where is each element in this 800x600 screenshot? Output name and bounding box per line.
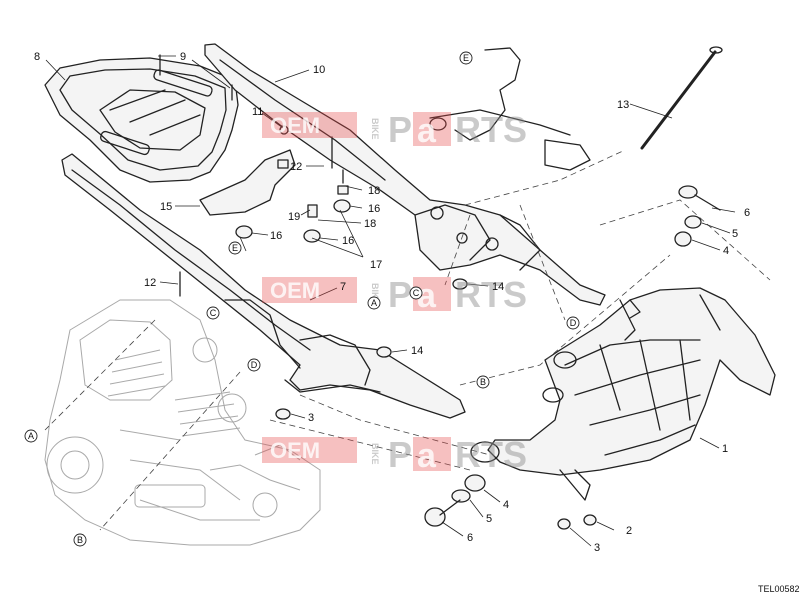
callout-3: 3 xyxy=(308,412,314,424)
svg-text:P: P xyxy=(388,109,412,150)
callout-18: 18 xyxy=(368,185,380,197)
upper-frame-rail xyxy=(204,43,606,306)
svg-text:OEM: OEM xyxy=(270,438,320,463)
rear-subframe xyxy=(61,153,466,419)
damper-set-upper xyxy=(674,185,721,247)
mounting-plate xyxy=(199,149,296,216)
ref-marker-b-right: B xyxy=(476,375,490,389)
callout-16: 16 xyxy=(368,203,380,215)
callout-13: 13 xyxy=(617,99,629,111)
ref-marker-a-right: A xyxy=(367,296,381,310)
callout-12: 12 xyxy=(290,161,302,173)
svg-text:BIKE: BIKE xyxy=(370,283,380,305)
ref-marker-c-lower: C xyxy=(409,286,423,300)
drawing-code: TEL00582 xyxy=(758,584,800,594)
svg-text:D: D xyxy=(251,360,258,370)
ref-marker-e-top: E xyxy=(459,51,473,65)
svg-text:D: D xyxy=(570,318,577,328)
callout-17: 17 xyxy=(370,259,382,271)
callout-18: 18 xyxy=(364,218,376,230)
callout-12: 12 xyxy=(144,277,156,289)
ref-marker-c-upper: C xyxy=(206,306,220,320)
svg-text:A: A xyxy=(28,431,34,441)
callout-14: 14 xyxy=(411,345,423,357)
main-frame xyxy=(470,287,776,501)
engine-illustration xyxy=(44,299,321,546)
callout-15: 15 xyxy=(160,201,172,213)
callout-8: 8 xyxy=(34,51,40,63)
callout-4: 4 xyxy=(503,499,509,511)
callout-16: 16 xyxy=(342,235,354,247)
callout-numbers: 8 9 10 11 12 18 16 19 18 16 16 15 17 12 … xyxy=(34,51,750,554)
callout-16: 16 xyxy=(270,230,282,242)
watermark-bottom: OEM BIKE P a RTS xyxy=(262,434,527,475)
svg-text:P: P xyxy=(388,434,412,475)
callout-2: 2 xyxy=(626,525,632,537)
svg-text:B: B xyxy=(480,377,486,387)
callout-10: 10 xyxy=(313,64,325,76)
svg-text:RTS: RTS xyxy=(455,274,527,315)
svg-text:OEM: OEM xyxy=(270,278,320,303)
callout-5: 5 xyxy=(486,513,492,525)
ref-marker-d-left: D xyxy=(247,358,261,372)
watermark-top: OEM BIKE P a RTS xyxy=(262,109,527,150)
steering-head xyxy=(429,47,591,171)
callout-7: 7 xyxy=(340,281,346,293)
svg-text:a: a xyxy=(417,437,437,475)
callout-14: 14 xyxy=(492,281,504,293)
callout-5: 5 xyxy=(732,228,738,240)
svg-text:BIKE: BIKE xyxy=(370,443,380,465)
callout-6: 6 xyxy=(467,532,473,544)
callout-3: 3 xyxy=(594,542,600,554)
svg-text:OEM: OEM xyxy=(270,113,320,138)
svg-text:a: a xyxy=(417,277,437,315)
svg-text:E: E xyxy=(463,53,469,63)
svg-text:P: P xyxy=(388,274,412,315)
reference-lines xyxy=(44,149,771,531)
ref-marker-a-left: A xyxy=(24,429,38,443)
ref-marker-b-left: B xyxy=(73,533,87,547)
svg-text:C: C xyxy=(413,288,420,298)
callout-4: 4 xyxy=(723,245,729,257)
svg-text:RTS: RTS xyxy=(455,109,527,150)
damper-set-lower xyxy=(424,474,486,527)
long-bolt xyxy=(640,50,717,150)
svg-text:E: E xyxy=(232,243,238,253)
callout-11: 11 xyxy=(252,106,263,118)
svg-text:RTS: RTS xyxy=(455,434,527,475)
ref-marker-d-right: D xyxy=(566,316,580,330)
callout-6: 6 xyxy=(744,207,750,219)
svg-text:C: C xyxy=(210,308,217,318)
svg-text:a: a xyxy=(417,112,437,150)
ref-marker-e-lower: E xyxy=(228,241,242,255)
reference-markers: E E A A B B C C xyxy=(24,51,580,547)
hardware xyxy=(159,54,597,530)
watermark-middle: OEM BIKE P a RTS xyxy=(262,274,527,315)
callout-1: 1 xyxy=(722,443,728,455)
callout-9: 9 xyxy=(180,51,186,63)
svg-text:A: A xyxy=(371,298,377,308)
svg-text:B: B xyxy=(77,535,83,545)
svg-text:BIKE: BIKE xyxy=(370,118,380,140)
luggage-rack xyxy=(44,57,239,183)
callout-19: 19 xyxy=(288,211,300,223)
leader-lines xyxy=(45,55,736,547)
